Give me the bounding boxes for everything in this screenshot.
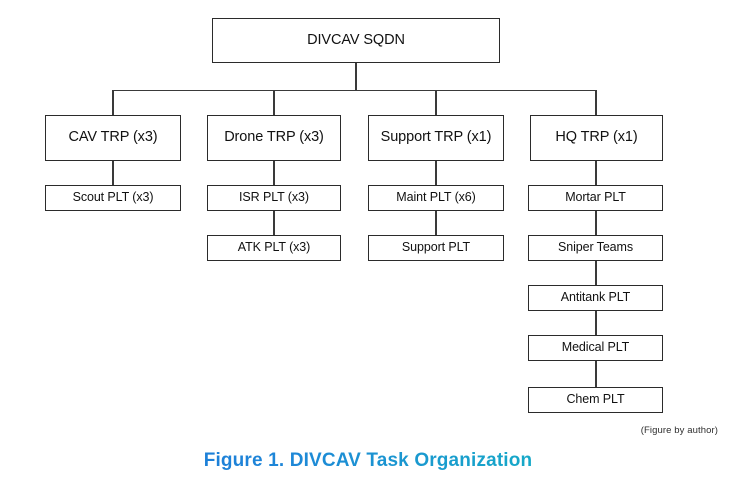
node-cav-trp[interactable]: CAV TRP (x3) [45, 115, 181, 161]
node-label: ISR PLT (x3) [239, 190, 309, 205]
connector-sniper-to-antitank [595, 261, 597, 285]
node-maint-plt[interactable]: Maint PLT (x6) [368, 185, 504, 211]
node-sniper-teams[interactable]: Sniper Teams [528, 235, 663, 261]
node-label: HQ TRP (x1) [555, 129, 638, 146]
node-drone-trp[interactable]: Drone TRP (x3) [207, 115, 341, 161]
connector-cav-to-scout [112, 161, 114, 185]
figure-attribution: (Figure by author) [640, 425, 718, 436]
connector-bus-to-drone [273, 90, 275, 115]
node-label: Support TRP (x1) [380, 129, 492, 146]
node-label: Maint PLT (x6) [396, 190, 476, 205]
node-mortar-plt[interactable]: Mortar PLT [528, 185, 663, 211]
connector-medical-to-chem [595, 361, 597, 387]
connector-bus-to-support [435, 90, 437, 115]
connector-bus-to-hq [595, 90, 597, 115]
node-label: DIVCAV SQDN [307, 31, 405, 48]
node-label: CAV TRP (x3) [68, 129, 158, 146]
node-atk-plt[interactable]: ATK PLT (x3) [207, 235, 341, 261]
node-label: Support PLT [401, 240, 471, 255]
connector-antitank-to-medical [595, 311, 597, 335]
connector-support-to-maint [435, 161, 437, 185]
node-medical-plt[interactable]: Medical PLT [528, 335, 663, 361]
node-isr-plt[interactable]: ISR PLT (x3) [207, 185, 341, 211]
node-label: ATK PLT (x3) [237, 240, 311, 255]
node-divcav-sqdn[interactable]: DIVCAV SQDN [212, 18, 500, 63]
node-scout-plt[interactable]: Scout PLT (x3) [45, 185, 181, 211]
node-label: Antitank PLT [560, 290, 631, 305]
node-hq-trp[interactable]: HQ TRP (x1) [530, 115, 663, 161]
node-antitank-plt[interactable]: Antitank PLT [528, 285, 663, 311]
connector-horizontal-bus [112, 90, 597, 92]
node-label: Sniper Teams [558, 240, 633, 255]
connector-maint-to-support-plt [435, 211, 437, 235]
node-label: Medical PLT [561, 340, 630, 355]
node-chem-plt[interactable]: Chem PLT [528, 387, 663, 413]
node-support-plt[interactable]: Support PLT [368, 235, 504, 261]
connector-isr-to-atk [273, 211, 275, 235]
node-label: Chem PLT [566, 392, 625, 407]
node-label: Scout PLT (x3) [72, 190, 154, 205]
node-support-trp[interactable]: Support TRP (x1) [368, 115, 504, 161]
connector-root-stem [355, 63, 357, 90]
node-label: Mortar PLT [565, 190, 626, 205]
figure-caption: Figure 1. DIVCAV Task Organization [0, 450, 736, 472]
connector-mortar-to-sniper [595, 211, 597, 235]
connector-bus-to-cav [112, 90, 114, 115]
node-label: Drone TRP (x3) [224, 129, 324, 146]
connector-hq-to-mortar [595, 161, 597, 185]
connector-drone-to-isr [273, 161, 275, 185]
